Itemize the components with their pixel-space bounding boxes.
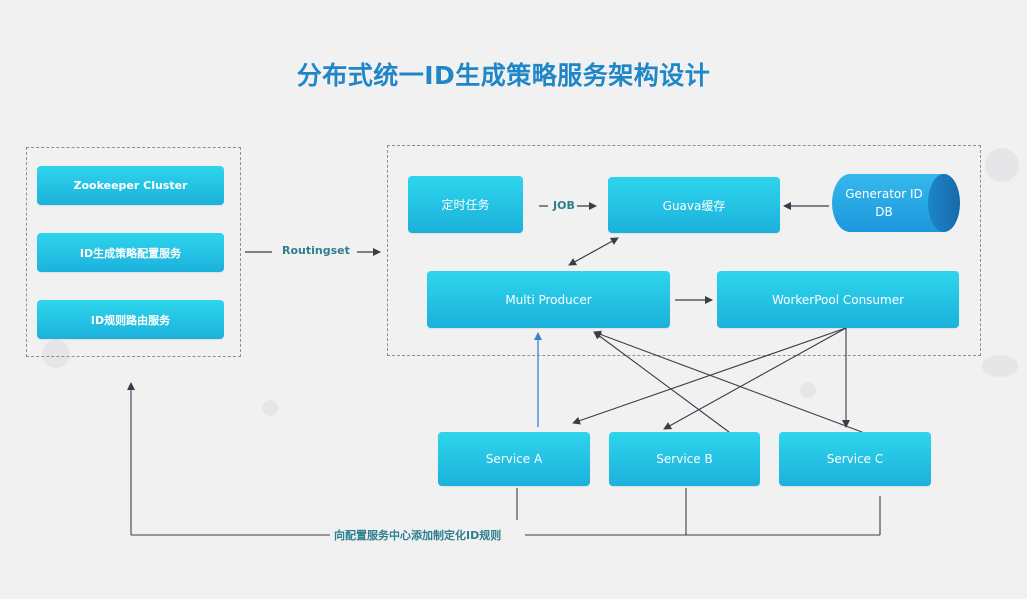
background-decoration [800,382,816,398]
multi-producer-label: Multi Producer [505,292,592,307]
feedback-label: 向配置服务中心添加制定化ID规则 [332,527,504,543]
id-rule-routing-label: ID规则路由服务 [90,313,171,327]
service-c-label: Service C [826,452,884,466]
zookeeper-cluster-label: Zookeeper Cluster [73,179,188,192]
db-cylinder-body [832,174,944,232]
config-services-group [26,147,241,357]
job-label: JOB [551,199,577,212]
multi-producer-node: Multi Producer [427,271,670,328]
db-label-line1: Generator ID [845,187,923,201]
service-b-label: Service B [656,452,713,466]
id-strategy-config-node: ID生成策略配置服务 [37,233,224,272]
id-strategy-config-label: ID生成策略配置服务 [79,246,182,260]
service-a-node: Service A [438,432,590,486]
service-b-node: Service B [609,432,760,486]
db-label: Generator ID DB [832,174,936,232]
workerpool-consumer-node: WorkerPool Consumer [717,271,959,328]
background-decoration [982,355,1018,377]
zookeeper-cluster-node: Zookeeper Cluster [37,166,224,205]
background-decoration [262,400,278,416]
db-label-line2: DB [875,205,893,219]
db-cylinder-cap [928,174,960,232]
service-b-to-producer [593,331,730,433]
generator-id-db: Generator ID DB [832,174,962,232]
timer-task-label: 定时任务 [441,198,490,212]
guava-cache-label: Guava缓存 [662,198,726,213]
timer-task-node: 定时任务 [408,176,523,233]
service-c-node: Service C [779,432,931,486]
page-title: 分布式统一ID生成策略服务架构设计 [296,61,711,90]
background-decoration [42,340,70,368]
routingset-label: Routingset [280,244,352,257]
cache-producer-arrow [568,237,619,266]
consumer-to-service-a [572,327,847,425]
id-generator-core-group [387,145,981,356]
service-a-label: Service A [485,452,543,466]
guava-cache-node: Guava缓存 [608,177,780,233]
background-decoration [985,148,1019,182]
workerpool-consumer-label: WorkerPool Consumer [771,292,905,307]
service-c-to-producer [593,330,863,433]
consumer-to-service-b [663,327,847,430]
id-rule-routing-node: ID规则路由服务 [37,300,224,339]
